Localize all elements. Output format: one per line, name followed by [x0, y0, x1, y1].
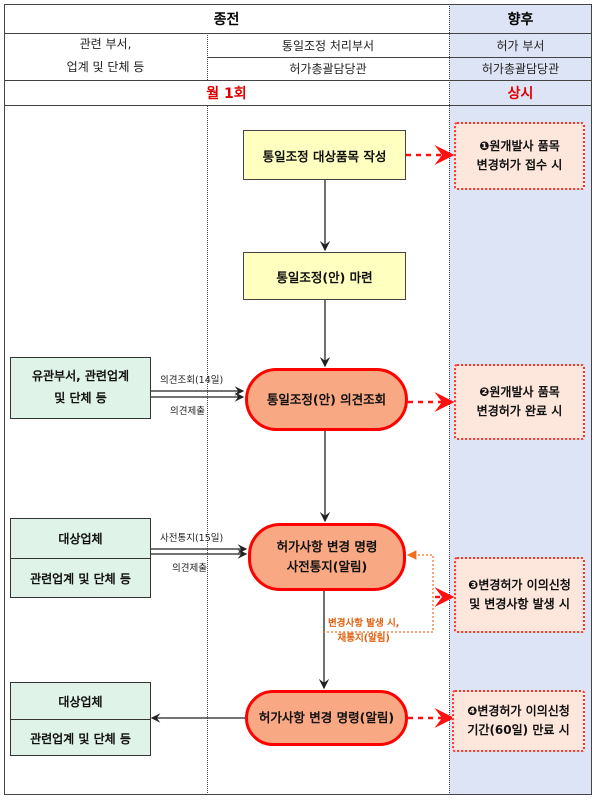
header-col2-bottom: 허가총괄담당관 [289, 62, 367, 76]
trigger4-line2: 기간(60일) 만료 시 [467, 723, 570, 737]
trigger-box-2: ❷원개발사 품목 변경허가 완료 시 [454, 364, 585, 440]
header-col2-top: 통일조정 처리부서 [281, 38, 375, 53]
left-box3-top: 대상업체 [11, 683, 150, 720]
trigger3-line1: ❸변경허가 이의신청 [468, 577, 571, 592]
header-before: 종전 [213, 11, 240, 28]
divider [207, 57, 592, 58]
label-notice: 사전통지(15일) [160, 533, 224, 544]
trigger1-line1: ❶원개발사 품목 [479, 138, 560, 153]
header-col3-top: 허가 부서 [496, 38, 545, 53]
divider [4, 80, 592, 81]
divider [4, 33, 592, 34]
trigger1-line2: 변경허가 접수 시 [476, 158, 563, 172]
divider [4, 105, 592, 106]
header-col1-line2: 업계 및 단체 등 [66, 60, 145, 74]
trigger-box-3: ❸변경허가 이의신청 및 변경사항 발생 시 [454, 557, 585, 633]
left-box3-bottom: 관련업계 및 단체 등 [30, 731, 131, 746]
step4-pill: 허가사항 변경 명령 사전통지(알림) [248, 523, 406, 591]
left-box2-bottom: 관련업계 및 단체 등 [30, 572, 131, 586]
frequency-before: 월 1회 [206, 85, 247, 102]
trigger4-line1: ❹변경허가 이의신청 [467, 703, 570, 718]
frequency-after: 상시 [507, 85, 534, 102]
left-box2-top: 대상업체 [11, 519, 150, 559]
renotice-line2: 재통지(알림) [337, 633, 390, 644]
outer-border [4, 4, 592, 795]
left-box-stakeholders: 유관부서, 관련업계 및 단체 등 [10, 357, 151, 419]
label-submit1: 의견제출 [170, 406, 205, 417]
header-after: 향후 [507, 11, 534, 28]
trigger3-line2: 및 변경사항 발생 시 [469, 597, 570, 611]
column-divider [207, 33, 208, 80]
step3-pill: 통일조정(안) 의견조회 [245, 368, 408, 431]
label-submit2: 의견제출 [172, 563, 207, 574]
renotice-loop [323, 550, 434, 633]
step4-line2: 사전통지(알림) [286, 559, 368, 574]
step4-line1: 허가사항 변경 명령 [276, 539, 378, 554]
step2-box: 통일조정(안) 마련 [243, 252, 406, 300]
label-renotice: 변경사항 발생 시, 재통지(알림) [328, 616, 399, 646]
trigger2-line1: ❷원개발사 품목 [479, 384, 560, 399]
trigger-box-4: ❹변경허가 이의신청 기간(60일) 만료 시 [452, 690, 585, 752]
step5-pill: 허가사항 변경 명령(알림) [245, 690, 408, 746]
trigger2-line2: 변경허가 완료 시 [476, 404, 563, 418]
left-box-target-order: 대상업체 관련업계 및 단체 등 [10, 682, 151, 756]
column-divider [207, 105, 208, 795]
step1-box: 통일조정 대상품목 작성 [243, 130, 406, 180]
trigger-box-1: ❶원개발사 품목 변경허가 접수 시 [454, 122, 585, 190]
header-col1-line1: 관련 부서, [79, 37, 132, 51]
label-inquiry: 의견조회(14일) [160, 375, 224, 386]
left-box1-line1: 유관부서, 관련업계 [31, 369, 130, 384]
renotice-line1: 변경사항 발생 시, [328, 618, 400, 629]
header-col1: 관련 부서, 업계 및 단체 등 [4, 33, 207, 80]
left-box1-line2: 및 단체 등 [54, 391, 107, 405]
left-box-target-notice: 대상업체 관련업계 및 단체 등 [10, 518, 151, 598]
header-col3-bottom: 허가총괄담당관 [481, 62, 560, 76]
